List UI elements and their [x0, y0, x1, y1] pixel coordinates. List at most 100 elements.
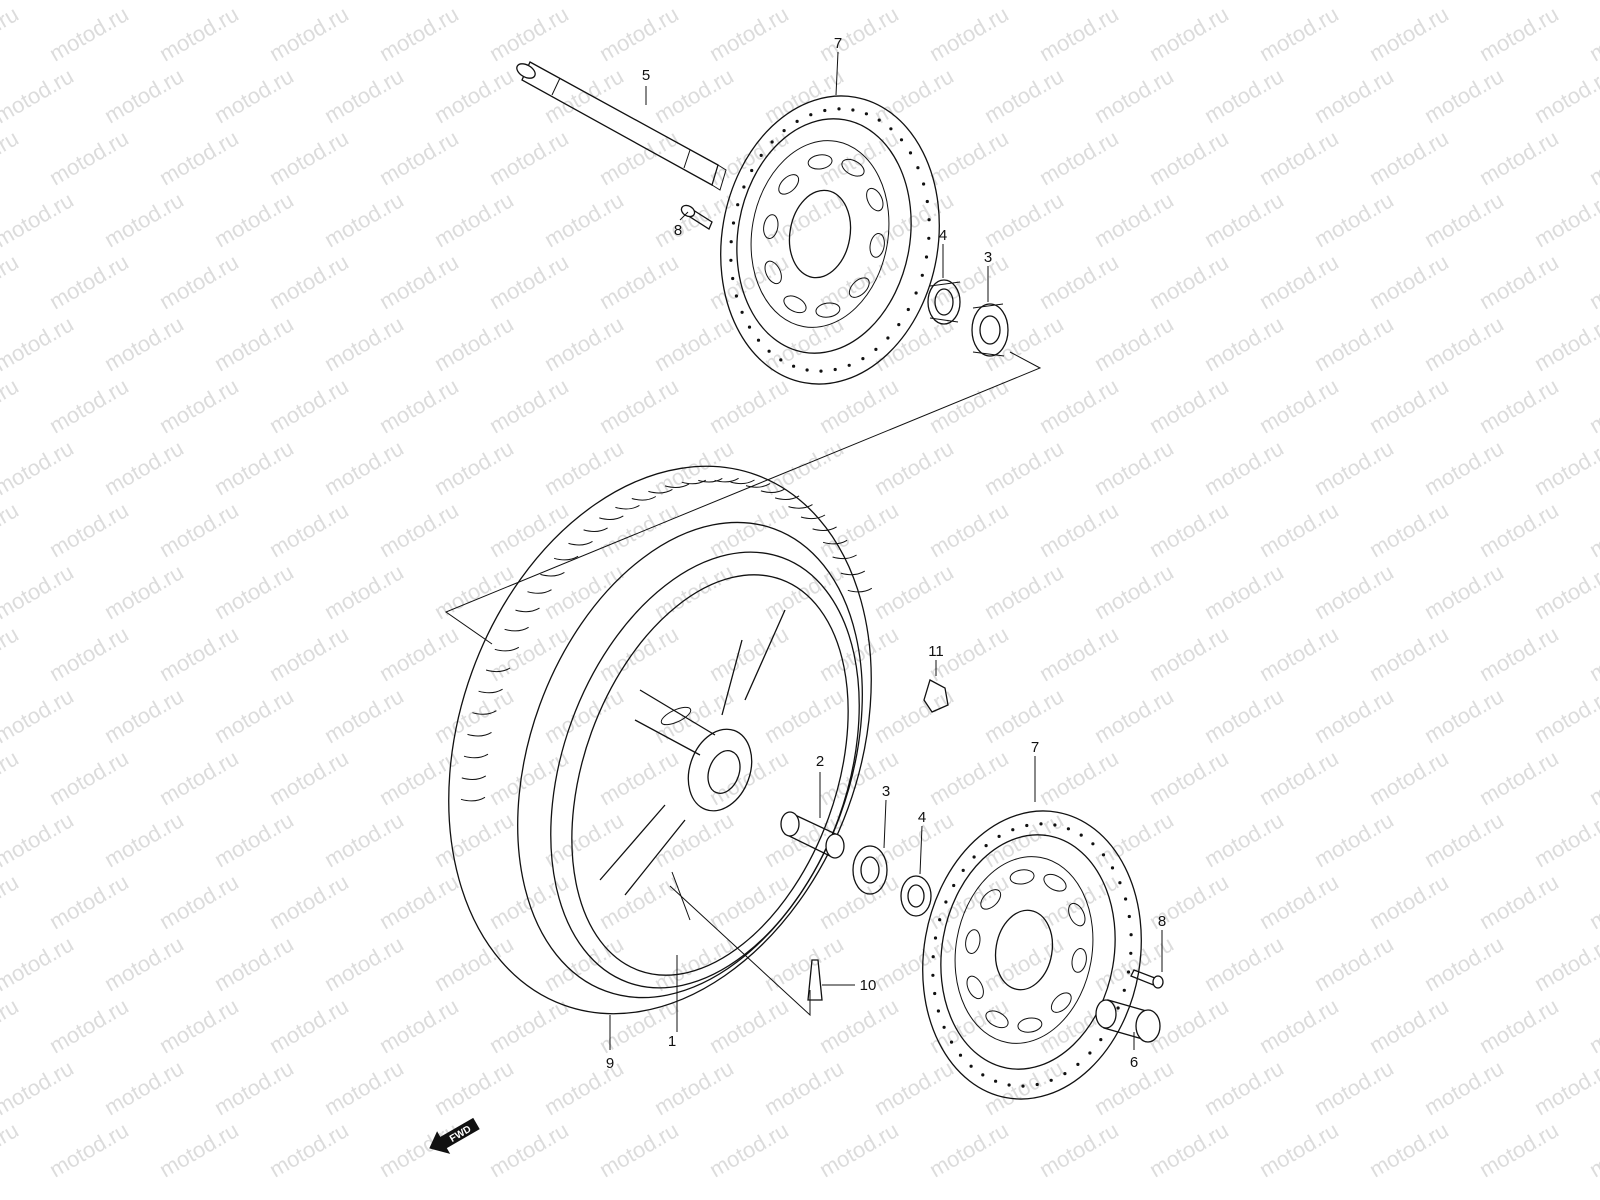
watermark-text: motod.ru: [1310, 63, 1398, 128]
watermark-text: motod.ru: [540, 559, 628, 624]
tread-line: [631, 496, 657, 501]
watermark-text: motod.ru: [1475, 621, 1563, 686]
disc-hole: [1039, 822, 1043, 826]
watermark-text: motod.ru: [980, 1055, 1068, 1120]
disc-hole: [925, 199, 929, 204]
watermark-text: motod.ru: [1090, 559, 1178, 624]
watermark-text: motod.ru: [485, 1117, 573, 1182]
watermark-text: motod.ru: [0, 745, 23, 810]
watermark-text: motod.ru: [870, 0, 958, 4]
oil-seal-lower: [900, 875, 932, 917]
watermark-text: motod.ru: [650, 63, 738, 128]
disc-hole: [972, 855, 976, 859]
watermark-text: motod.ru: [430, 807, 518, 872]
watermark-text: motod.ru: [100, 683, 188, 748]
disc-cutout: [1050, 992, 1072, 1013]
callout-3-upper: 3: [984, 249, 992, 266]
watermark-text: motod.ru: [1200, 931, 1288, 996]
watermark-text: motod.ru: [320, 683, 408, 748]
watermark-text: motod.ru: [1255, 621, 1343, 686]
watermark-text: motod.ru: [980, 683, 1068, 748]
watermark-text: motod.ru: [1090, 683, 1178, 748]
watermark-text: motod.ru: [980, 0, 1068, 4]
watermark-text: motod.ru: [1475, 745, 1563, 810]
watermark-text: motod.ru: [1200, 807, 1288, 872]
watermark-text: motod.ru: [485, 1, 573, 66]
watermark-text: motod.ru: [100, 311, 188, 376]
disc-cutout: [966, 975, 984, 1000]
watermark-text: motod.ru: [0, 993, 23, 1058]
watermark-text: motod.ru: [265, 1, 353, 66]
watermark-text: motod.ru: [485, 373, 573, 438]
watermark-text: motod.ru: [1255, 745, 1343, 810]
disc-hole: [731, 221, 736, 225]
tread-line: [664, 483, 690, 488]
watermark-text: motod.ru: [1035, 125, 1123, 190]
tread-line: [730, 479, 755, 485]
disc-bolt-lower: [1130, 969, 1164, 989]
watermark-text: motod.ru: [155, 621, 243, 686]
watermark-text: motod.ru: [815, 993, 903, 1058]
watermark-text: motod.ru: [1035, 497, 1123, 562]
tread-line: [460, 796, 486, 802]
watermark-text: motod.ru: [45, 993, 133, 1058]
watermark-text: motod.ru: [540, 311, 628, 376]
watermark-text: motod.ru: [1365, 249, 1453, 314]
watermark-text: motod.ru: [265, 621, 353, 686]
watermark-text: motod.ru: [210, 187, 298, 252]
disc-hole: [944, 900, 948, 904]
callout-8-upper: 8: [674, 222, 682, 239]
watermark-text: motod.ru: [870, 807, 958, 872]
watermark-text: motod.ru: [1530, 931, 1600, 996]
watermark-text: motod.ru: [1365, 621, 1453, 686]
watermark-text: motod.ru: [430, 559, 518, 624]
balancer-weight: [923, 679, 949, 713]
disc-hole: [729, 240, 733, 244]
watermark-text: motod.ru: [1090, 435, 1178, 500]
tire-valve: [807, 959, 823, 1001]
watermark-text: motod.ru: [1420, 559, 1508, 624]
disc-hole: [952, 883, 956, 888]
callout-11: 11: [928, 643, 944, 660]
watermark-text: motod.ru: [485, 249, 573, 314]
watermark-text: motod.ru: [815, 1, 903, 66]
disc-hole: [779, 358, 783, 362]
disc-hole: [864, 112, 869, 116]
watermark-text: motod.ru: [320, 311, 408, 376]
watermark-text: motod.ru: [0, 1117, 23, 1182]
disc-hole: [958, 1053, 963, 1057]
watermark-text: motod.ru: [155, 249, 243, 314]
watermark-text: motod.ru: [155, 993, 243, 1058]
watermark-text: motod.ru: [595, 621, 683, 686]
disc-hole: [1091, 842, 1095, 846]
tread-line: [832, 554, 857, 560]
disc-hole: [742, 185, 746, 189]
watermark-text: motod.ru: [1255, 993, 1343, 1058]
watermark-text: motod.ru: [0, 373, 23, 438]
tread-line: [840, 570, 866, 576]
watermark-text: motod.ru: [980, 435, 1068, 500]
tread-line: [478, 688, 503, 694]
disc-hole: [886, 336, 890, 340]
tread-line: [515, 607, 540, 613]
watermark-text: motod.ru: [1475, 1, 1563, 66]
watermark-text: motod.ru: [1530, 435, 1600, 500]
watermark-text: motod.ru: [375, 125, 463, 190]
watermark-text: motod.ru: [45, 1, 133, 66]
disc-hole: [1088, 1051, 1092, 1055]
watermark-text: motod.ru: [980, 931, 1068, 996]
watermark-text: motod.ru: [375, 497, 463, 562]
disc-hole: [961, 868, 965, 873]
watermark-text: motod.ru: [540, 187, 628, 252]
watermark-text: motod.ru: [375, 373, 463, 438]
watermark-text: motod.ru: [705, 125, 793, 190]
watermark-text: motod.ru: [155, 1, 243, 66]
watermark-text: motod.ru: [1035, 1, 1123, 66]
watermark-text: motod.ru: [265, 373, 353, 438]
disc-hole: [942, 1025, 946, 1029]
watermark-text: motod.ru: [320, 187, 408, 252]
watermark-text: motod.ru: [265, 1117, 353, 1182]
tread-line: [461, 775, 487, 780]
